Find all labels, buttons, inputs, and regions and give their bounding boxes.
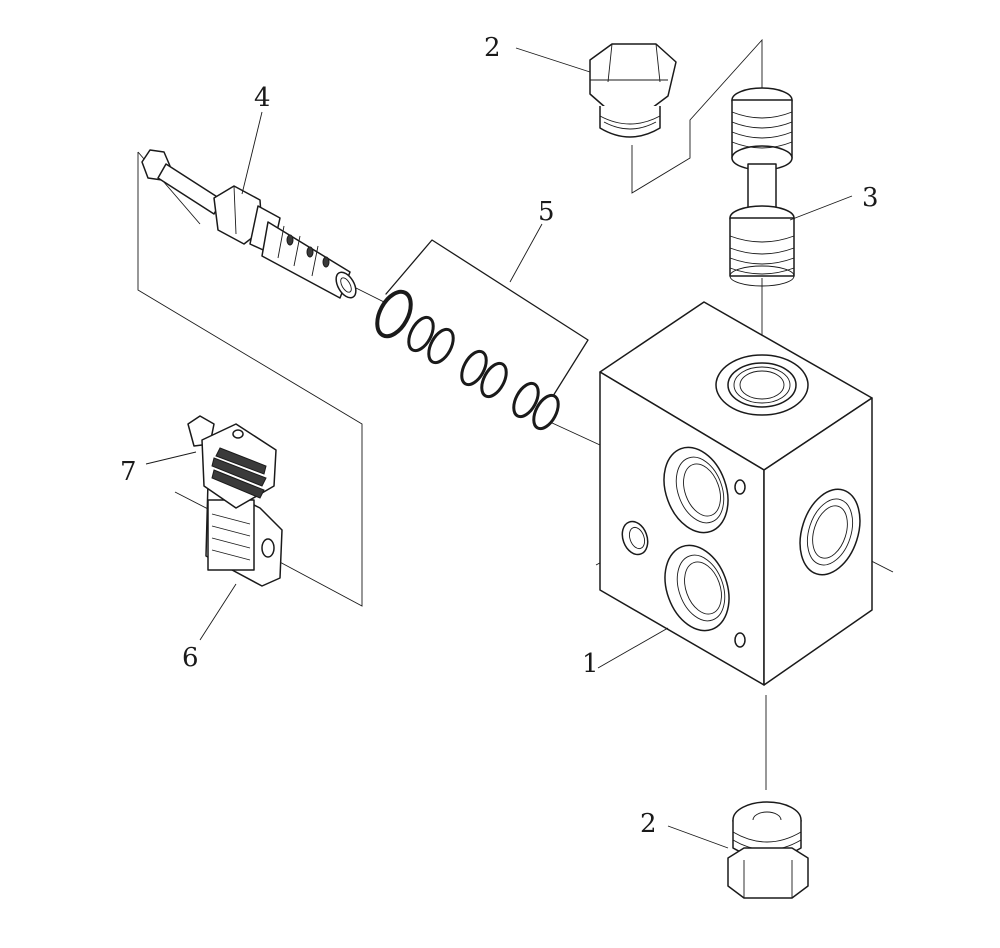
cartridge-valve: [141, 149, 357, 299]
solenoid-coil: [205, 481, 283, 587]
callout-7: 7: [120, 457, 137, 487]
callout-4: 4: [254, 83, 271, 113]
callout-3: 3: [862, 183, 879, 213]
callout-5: 5: [538, 197, 555, 227]
callout-6: 6: [182, 643, 199, 673]
plug-connector: [187, 415, 277, 509]
plug-bottom: [727, 801, 809, 899]
cartridge-vertical: [729, 87, 795, 287]
plug-top: [589, 43, 677, 138]
callout-2-bottom: 2: [640, 809, 657, 839]
callout-leaders: [145, 47, 853, 849]
seal-kit: [375, 239, 589, 431]
manifold-block: [599, 301, 873, 686]
callout-1: 1: [582, 649, 599, 679]
callout-2-top: 2: [484, 33, 501, 63]
